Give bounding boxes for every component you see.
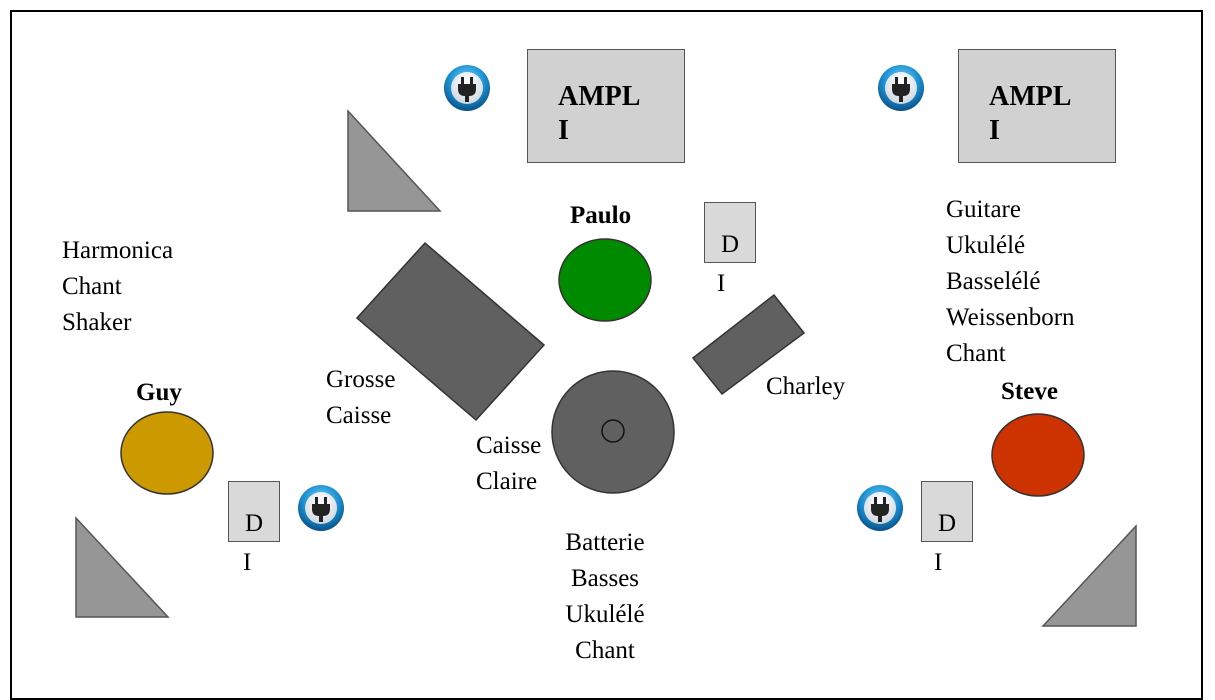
instrument-item: Chant	[575, 637, 635, 664]
di-label-line1: D	[720, 231, 740, 258]
instrument-item: Ukulélé	[565, 601, 645, 628]
musician-steve-position	[991, 413, 1085, 497]
amplifier-right: AMPL I	[958, 49, 1116, 163]
instrument-item: Shaker	[62, 309, 132, 336]
monitor-wedge-right	[1041, 524, 1137, 627]
amplifier-left: AMPL I	[527, 49, 685, 163]
di-label-line2: I	[717, 270, 726, 297]
label-line: Claire	[476, 468, 538, 495]
di-box-center: D	[704, 202, 756, 263]
hihat	[691, 293, 806, 396]
stage-shapes	[75, 109, 1137, 627]
instrument-item: Guitare	[946, 196, 1021, 223]
musician-paulo-position	[558, 238, 652, 322]
label-line: Caisse	[326, 402, 392, 429]
amp-label: AMPL I	[989, 80, 1071, 148]
amp-label: AMPL I	[558, 80, 640, 148]
amp-label-line2: I	[989, 115, 1000, 146]
amp-label-line1: AMPL	[989, 81, 1072, 112]
monitor-wedge-left	[75, 516, 170, 618]
musician-guy-name: Guy	[136, 379, 182, 406]
di-box-right: D	[921, 481, 973, 542]
musician-steve-name: Steve	[1001, 378, 1058, 405]
amp-label-line2: I	[558, 115, 569, 146]
di-box-left: D	[228, 481, 280, 542]
di-label-line2: I	[934, 549, 943, 576]
di-label-line1: D	[244, 510, 264, 537]
steve-instrument-list: Guitare Ukulélé Basselélé Weissenborn Ch…	[946, 192, 1075, 372]
label-line: Caisse	[476, 432, 542, 459]
snare-drum	[551, 370, 675, 494]
guy-instrument-list: Harmonica Chant Shaker	[62, 233, 173, 341]
instrument-item: Basses	[570, 565, 640, 592]
amp-label-line1: AMPL	[558, 81, 641, 112]
instrument-item: Batterie	[565, 529, 645, 556]
instrument-item: Weissenborn	[946, 304, 1075, 331]
instrument-item: Basselélé	[946, 268, 1041, 295]
di-label-line1: D	[937, 510, 957, 537]
instrument-item: Chant	[946, 340, 1006, 367]
instrument-item: Ukulélé	[946, 232, 1026, 259]
musician-paulo-name: Paulo	[570, 202, 632, 229]
label-line: Grosse	[326, 366, 396, 393]
bass-drum	[355, 241, 546, 422]
instrument-item: Harmonica	[62, 237, 174, 264]
bass-drum-label: Grosse Caisse	[326, 362, 395, 434]
di-label-line2: I	[243, 549, 252, 576]
snare-center	[601, 419, 625, 443]
snare-drum-label: Caisse Claire	[476, 428, 541, 500]
paulo-instrument-list: Batterie Basses Ukulélé Chant	[540, 525, 670, 669]
monitor-wedge-top	[347, 109, 442, 212]
instrument-item: Chant	[62, 273, 122, 300]
hihat-label: Charley	[766, 373, 846, 400]
musician-guy-position	[120, 411, 214, 495]
